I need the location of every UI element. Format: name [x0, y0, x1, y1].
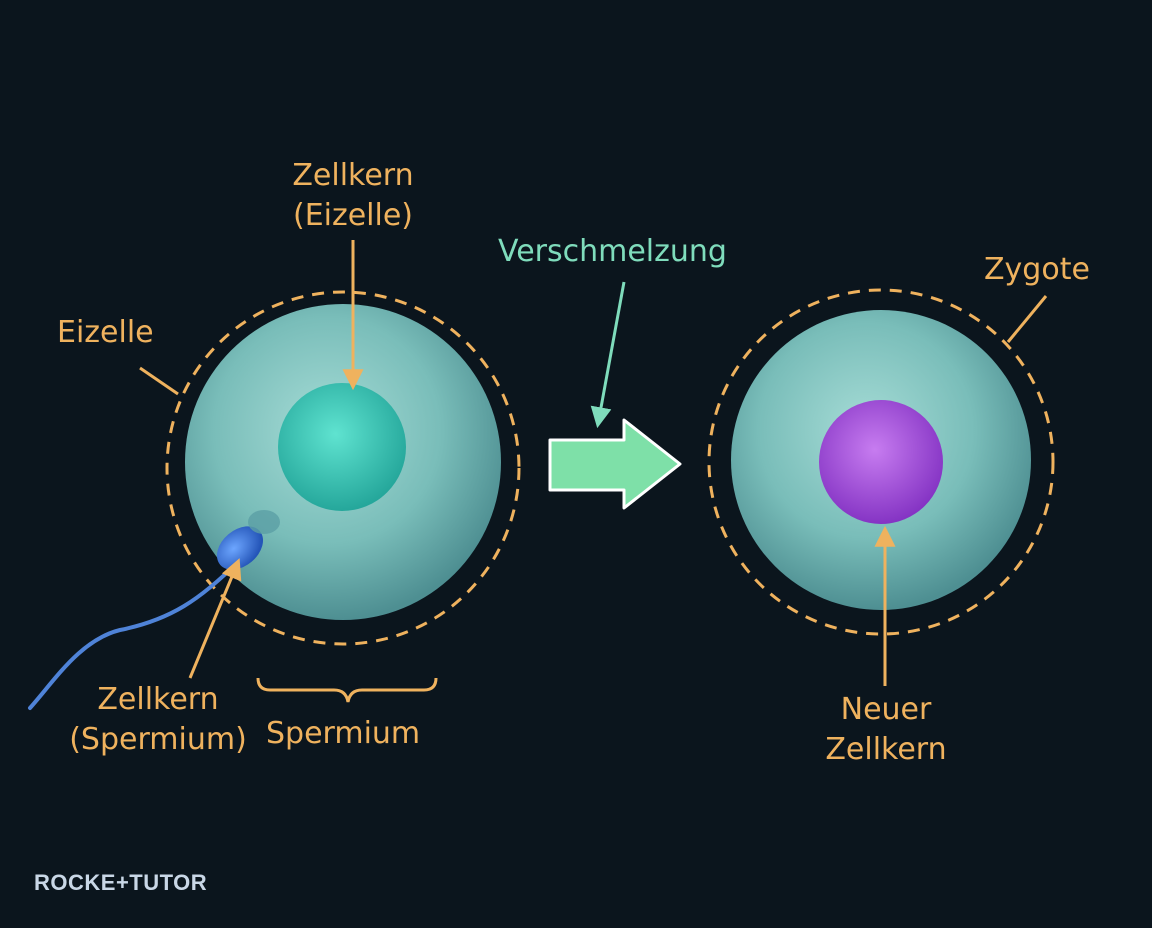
egg-nucleus-label-line1: Zellkern — [292, 158, 414, 193]
sperm-nucleus-label-line2: (Spermium) — [69, 722, 247, 757]
egg-label: Eizelle — [57, 315, 154, 350]
sperm-nucleus-pointer — [188, 558, 242, 679]
egg-nucleus-label: Zellkern (Eizelle) — [253, 156, 453, 236]
new-nucleus-label-line2: Zellkern — [825, 732, 947, 767]
egg-pointer — [139, 366, 179, 396]
sperm-label: Spermium — [266, 716, 421, 751]
zygote-label: Zygote — [984, 252, 1090, 287]
egg-dashed-outline — [165, 290, 521, 646]
sperm-nucleus-label-line1: Zellkern — [97, 682, 219, 717]
fusion-pointer — [590, 281, 626, 429]
fusion-arrow — [548, 418, 682, 510]
zygote-dashed-outline — [707, 288, 1055, 636]
sperm-tail — [28, 558, 242, 710]
egg-nucleus-label-line2: (Eizelle) — [292, 198, 414, 233]
new-nucleus-label: Neuer Zellkern — [786, 690, 986, 770]
zygote-nucleus — [819, 400, 943, 524]
sperm-nucleus-label: Zellkern (Spermium) — [48, 680, 268, 760]
sperm-entry-point — [248, 510, 280, 534]
new-nucleus-label-line1: Neuer — [840, 692, 932, 727]
fusion-label: Verschmelzung — [498, 234, 727, 269]
sperm-brace — [256, 677, 438, 703]
zygote-pointer — [1006, 295, 1048, 343]
brand-logo: ROCKE+TUTOR — [34, 870, 208, 895]
egg-nucleus — [278, 383, 406, 511]
